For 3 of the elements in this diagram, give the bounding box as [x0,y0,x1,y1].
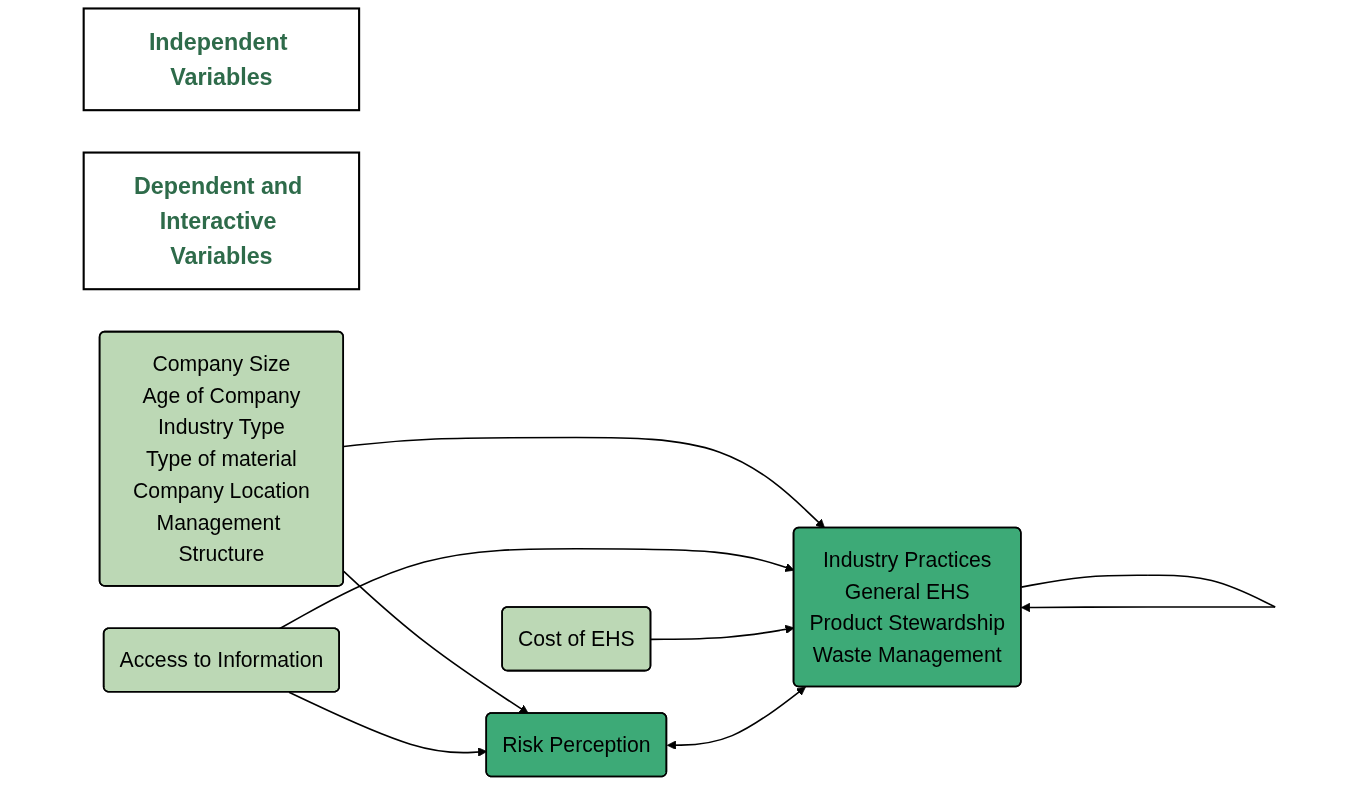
node-box: Independent Variables [82,7,361,112]
arrow [666,686,806,750]
node-box: Dependent and Interactive Variables [82,151,361,291]
